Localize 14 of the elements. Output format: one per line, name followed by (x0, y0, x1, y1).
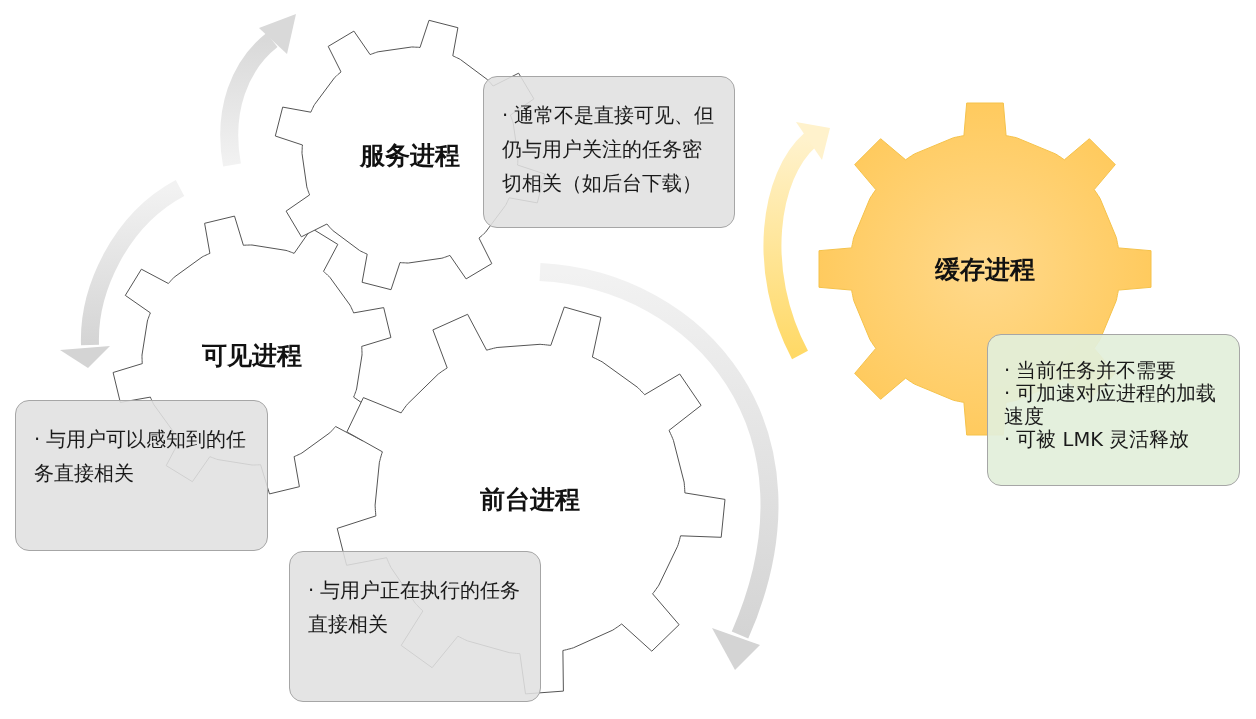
note-text: · 与用户正在执行的任务直接相关 (308, 578, 522, 638)
note-text: · 当前任务并不需要 (1004, 359, 1178, 382)
gear-label: 缓存进程 (935, 253, 1035, 286)
note-card (483, 76, 735, 228)
note-card (15, 400, 268, 551)
note-text: · 可加速对应进程的加载速度 (1004, 382, 1218, 428)
note-card (289, 551, 541, 702)
gear-label: 服务进程 (360, 139, 460, 172)
gear-label: 前台进程 (480, 483, 580, 516)
note-text: · 通常不是直接可见、但仍与用户关注的任务密切相关（如后台下载） (502, 103, 716, 197)
note-card (987, 334, 1240, 486)
note-text: · 可被 LMK 灵活释放 (1004, 428, 1191, 451)
gear-label: 可见进程 (202, 339, 302, 372)
note-text: · 与用户可以感知到的任务直接相关 (34, 427, 248, 487)
